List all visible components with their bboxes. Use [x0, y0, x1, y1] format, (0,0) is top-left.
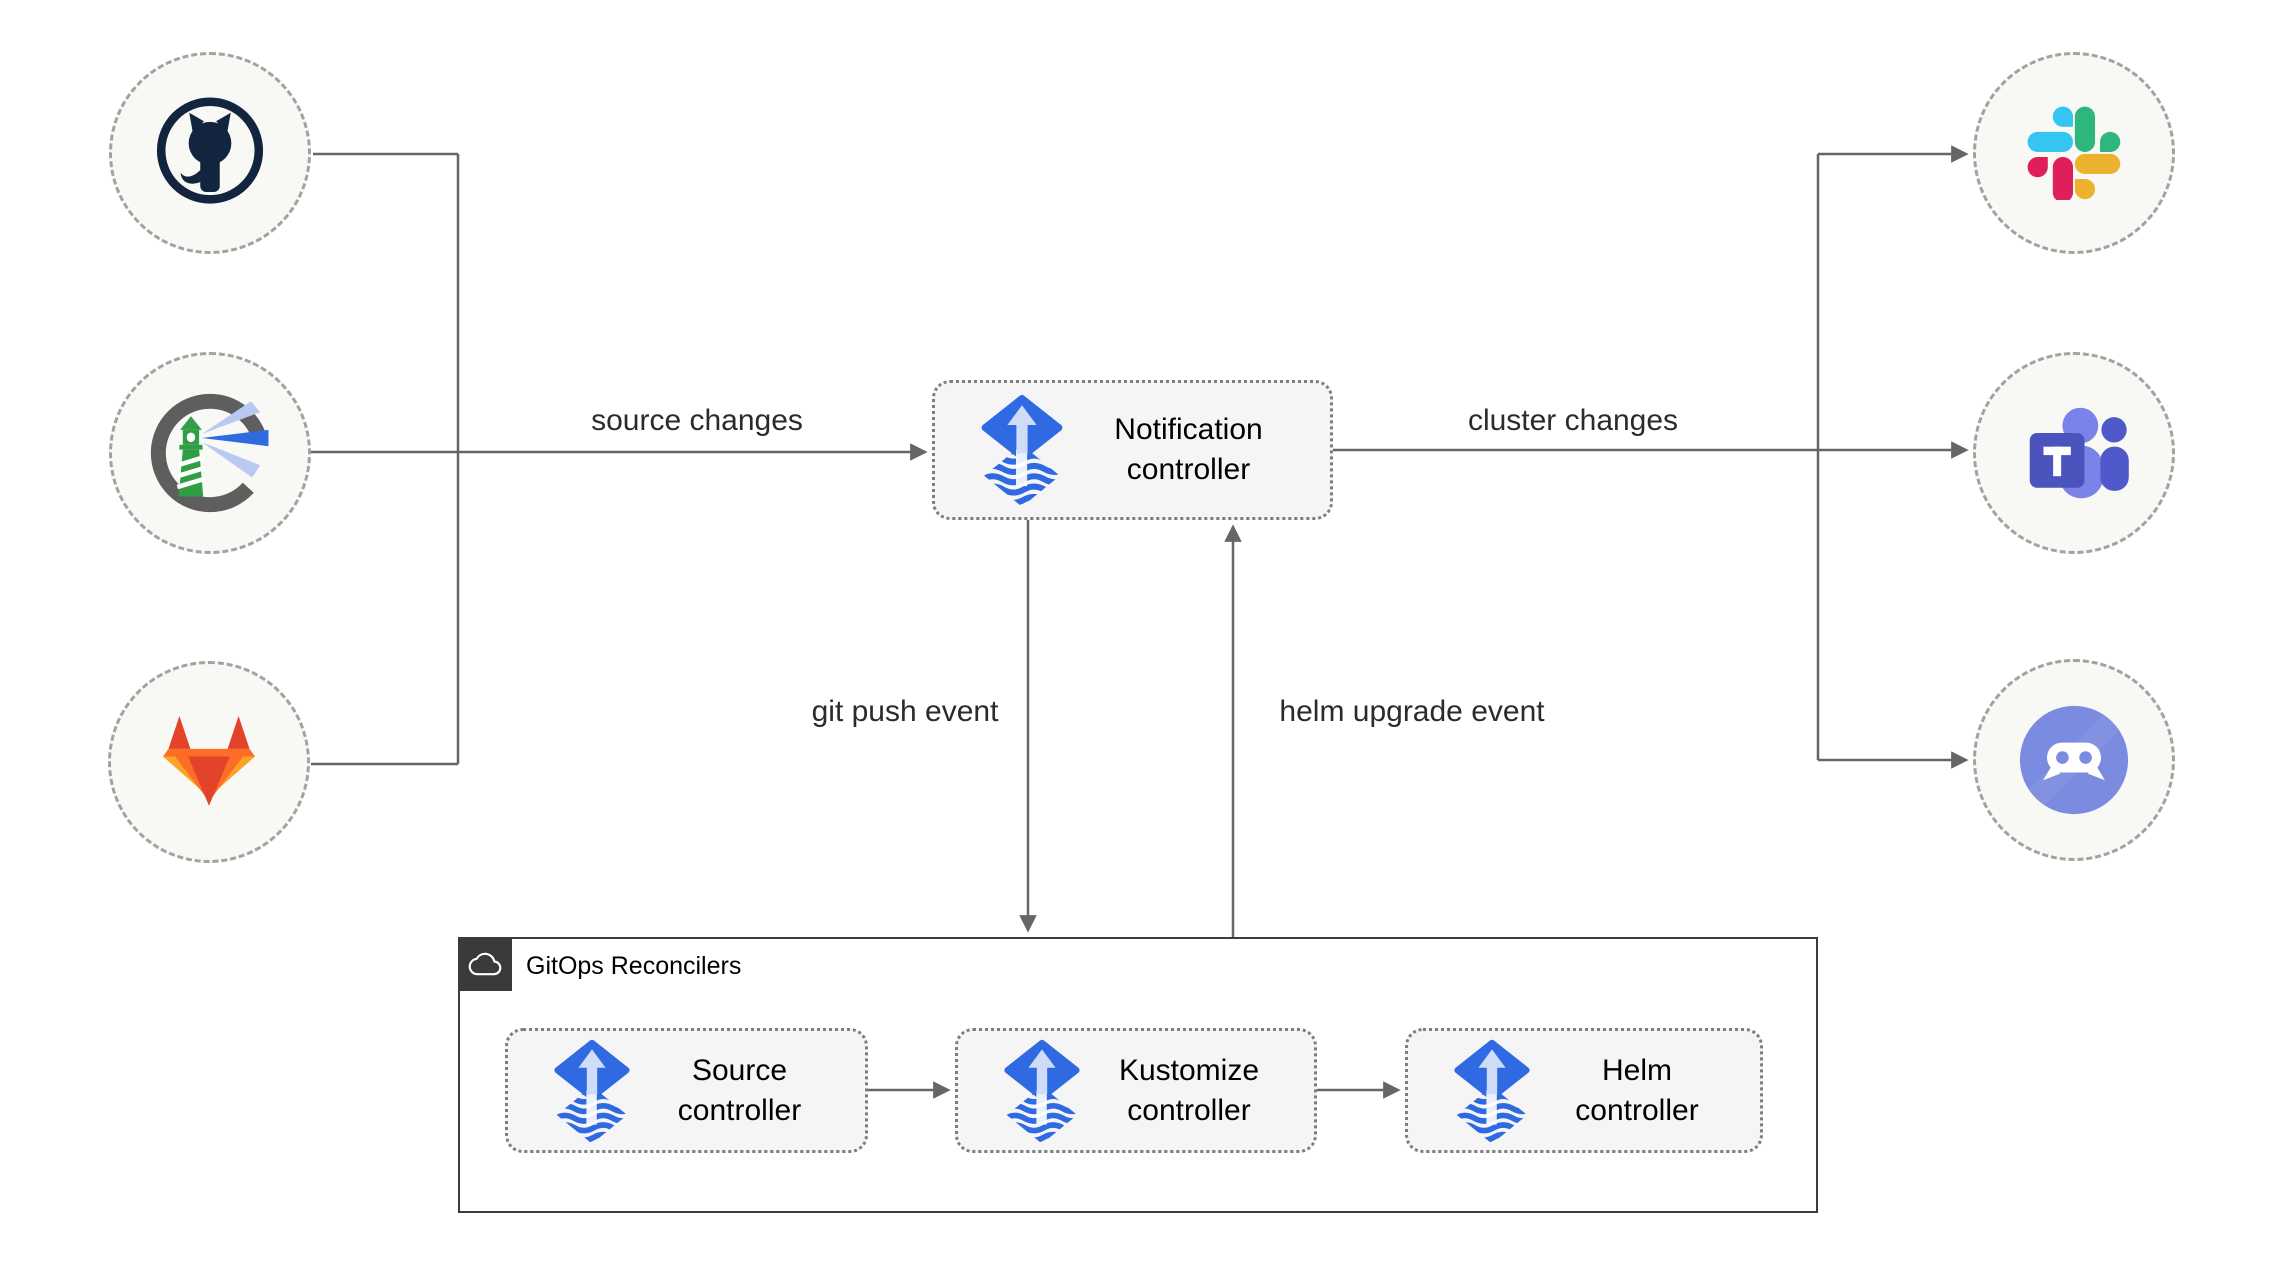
slack-icon [2027, 106, 2121, 200]
node-kustomize-controller: Kustomize controller [955, 1028, 1317, 1153]
cloud-badge [458, 937, 512, 991]
node-notification-controller: Notification controller [932, 380, 1333, 520]
flux-icon [979, 393, 1065, 507]
harbor-icon [142, 385, 278, 521]
node-label-line1: Notification [1114, 413, 1263, 446]
node-label: Source controller [632, 1051, 847, 1131]
node-label-line2: controller [1126, 453, 1251, 486]
edge-label-source-changes: source changes [585, 404, 809, 438]
github-icon [149, 92, 271, 214]
node-label-line1: Kustomize [1118, 1053, 1260, 1087]
gitlab-icon [154, 716, 264, 808]
edge-label-cluster-changes: cluster changes [1461, 404, 1685, 438]
node-label: Kustomize controller [1082, 1051, 1296, 1131]
node-label-line2: controller [677, 1093, 802, 1127]
group-title: GitOps Reconcilers [526, 952, 742, 980]
node-label-line2: controller [1127, 1093, 1251, 1127]
teams-icon [2015, 398, 2133, 508]
node-label-line1: Source [691, 1053, 788, 1087]
discord-icon [2018, 704, 2130, 816]
edge-label-git-push-event: git push event [805, 695, 1005, 729]
node-harbor [109, 352, 311, 554]
flux-icon [1452, 1038, 1532, 1144]
edge-label-helm-upgrade-event: helm upgrade event [1273, 695, 1551, 729]
node-slack [1973, 52, 2175, 254]
node-source-controller: Source controller [505, 1028, 868, 1153]
node-label: Helm controller [1532, 1051, 1742, 1131]
node-teams [1973, 352, 2175, 554]
node-discord [1973, 659, 2175, 861]
node-gitlab [108, 661, 310, 863]
node-label: Notification controller [1065, 410, 1312, 490]
node-label-line1: Helm [1601, 1053, 1672, 1087]
node-label-line2: controller [1575, 1093, 1699, 1127]
flux-icon [552, 1038, 632, 1144]
flux-icon [1002, 1038, 1082, 1144]
node-helm-controller: Helm controller [1405, 1028, 1763, 1153]
node-github [109, 52, 311, 254]
